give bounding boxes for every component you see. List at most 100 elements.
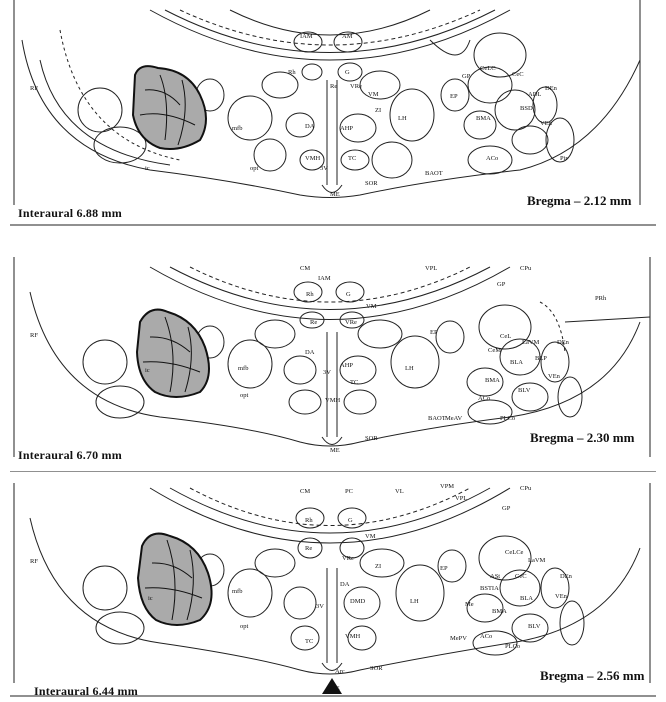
svg-text:DMD: DMD <box>350 598 365 605</box>
svg-text:G: G <box>348 517 353 524</box>
svg-text:Me: Me <box>465 601 474 608</box>
svg-text:BSTIA: BSTIA <box>480 585 499 592</box>
svg-text:PC: PC <box>345 488 353 495</box>
bregma-label-1: Bregma – 2.12 mm <box>527 193 631 209</box>
svg-text:VL: VL <box>395 488 404 495</box>
svg-text:SOR: SOR <box>365 180 378 187</box>
svg-text:ic: ic <box>145 367 150 374</box>
svg-text:Re: Re <box>305 545 312 552</box>
svg-text:Re: Re <box>330 83 337 90</box>
svg-text:CeC: CeC <box>512 71 524 78</box>
svg-text:mfb: mfb <box>232 125 242 132</box>
svg-text:BAOT: BAOT <box>428 415 446 422</box>
interaural-label-3: Interaural 6.44 mm <box>34 684 138 699</box>
svg-text:VM: VM <box>368 91 379 98</box>
svg-text:mfb: mfb <box>238 365 248 372</box>
svg-text:Rh: Rh <box>305 517 313 524</box>
svg-text:MeAV: MeAV <box>445 415 463 422</box>
svg-text:opt: opt <box>240 623 249 630</box>
svg-text:Pir: Pir <box>560 155 568 162</box>
svg-text:AHP: AHP <box>340 362 353 369</box>
svg-text:VPL: VPL <box>425 265 437 272</box>
svg-text:BAOT: BAOT <box>425 170 443 177</box>
svg-text:VRe: VRe <box>342 555 354 562</box>
svg-text:DEn: DEn <box>545 85 558 92</box>
svg-text:BMA: BMA <box>476 115 491 122</box>
svg-text:PLCo: PLCo <box>500 415 515 422</box>
svg-text:VPM: VPM <box>440 483 454 490</box>
svg-text:IAM: IAM <box>318 275 331 282</box>
svg-text:EP: EP <box>450 93 458 100</box>
svg-text:EP: EP <box>440 565 448 572</box>
svg-text:VMH: VMH <box>345 633 360 640</box>
svg-text:LaVM: LaVM <box>528 557 546 564</box>
svg-text:VRe: VRe <box>350 83 362 90</box>
svg-text:TC: TC <box>350 379 358 386</box>
svg-text:BLA: BLA <box>520 595 533 602</box>
svg-text:AM: AM <box>342 33 353 40</box>
svg-text:CPu: CPu <box>520 485 532 492</box>
svg-text:opt: opt <box>250 165 259 172</box>
svg-text:DEn: DEn <box>560 573 573 580</box>
svg-text:Arc: Arc <box>335 668 345 675</box>
svg-text:CeLCe: CeLCe <box>505 549 524 556</box>
svg-text:VEn: VEn <box>540 120 553 127</box>
svg-text:VMH: VMH <box>305 155 320 162</box>
svg-text:ZI: ZI <box>375 107 381 114</box>
svg-text:VM: VM <box>366 303 377 310</box>
svg-text:ADL: ADL <box>528 91 541 98</box>
svg-text:mfb: mfb <box>232 588 242 595</box>
svg-text:CPu: CPu <box>520 265 532 272</box>
svg-text:opt: opt <box>240 392 249 399</box>
svg-text:BLP: BLP <box>535 355 547 362</box>
svg-text:3V: 3V <box>316 603 324 610</box>
svg-text:ME: ME <box>330 447 340 454</box>
svg-text:ZI: ZI <box>375 563 381 570</box>
svg-text:ACo: ACo <box>486 155 498 162</box>
svg-text:RF: RF <box>30 332 38 339</box>
svg-text:GP: GP <box>502 505 511 512</box>
svg-text:VMH: VMH <box>325 397 340 404</box>
svg-text:Rh: Rh <box>306 291 314 298</box>
svg-text:VEn: VEn <box>548 373 561 380</box>
svg-text:DA: DA <box>340 581 350 588</box>
svg-text:AHP: AHP <box>340 125 353 132</box>
bregma-label-3: Bregma – 2.56 mm <box>540 668 644 684</box>
svg-text:ASt: ASt <box>490 573 500 580</box>
svg-text:G: G <box>346 291 351 298</box>
svg-text:TC: TC <box>348 155 356 162</box>
svg-text:SOR: SOR <box>365 435 378 442</box>
svg-text:GP: GP <box>462 73 471 80</box>
svg-text:DA: DA <box>305 349 315 356</box>
svg-text:ic: ic <box>148 595 153 602</box>
svg-text:CeL: CeL <box>500 333 511 340</box>
svg-text:Rh: Rh <box>288 69 296 76</box>
svg-text:LH: LH <box>405 365 414 372</box>
svg-text:3V: 3V <box>323 369 331 376</box>
svg-text:G: G <box>345 69 350 76</box>
svg-text:CeC: CeC <box>515 573 527 580</box>
svg-text:CeM: CeM <box>488 347 501 354</box>
svg-text:RF: RF <box>30 85 38 92</box>
interaural-label-1: Interaural 6.88 mm <box>18 206 122 221</box>
svg-text:BMA: BMA <box>492 608 507 615</box>
svg-text:DEn: DEn <box>557 339 570 346</box>
svg-text:LH: LH <box>410 598 419 605</box>
svg-text:VM: VM <box>365 533 376 540</box>
svg-text:ic: ic <box>145 165 150 172</box>
svg-text:RF: RF <box>30 558 38 565</box>
svg-text:3V: 3V <box>320 165 328 172</box>
svg-text:ME: ME <box>330 191 340 198</box>
svg-text:EP: EP <box>430 329 438 336</box>
svg-text:CM: CM <box>300 265 310 272</box>
svg-text:ACo: ACo <box>480 633 492 640</box>
svg-text:PRh: PRh <box>595 295 607 302</box>
svg-text:Re: Re <box>310 319 317 326</box>
interaural-label-2: Interaural 6.70 mm <box>18 448 122 463</box>
svg-text:TC: TC <box>305 638 313 645</box>
svg-text:ACo: ACo <box>478 395 490 402</box>
svg-text:PLCo: PLCo <box>505 643 520 650</box>
